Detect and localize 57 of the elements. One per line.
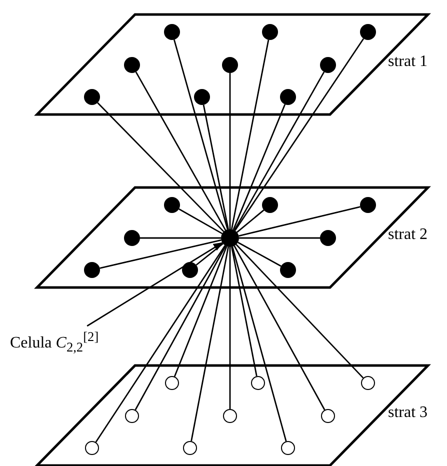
filled-node-circle — [194, 89, 210, 105]
filled-node-circle — [221, 229, 239, 247]
filled-node-circle — [360, 197, 376, 213]
connection-line — [239, 237, 320, 239]
connection-line — [95, 245, 226, 443]
hollow-node-circle — [251, 376, 265, 390]
connection-line — [232, 246, 287, 442]
connection-line — [100, 239, 222, 269]
hollow-node-circle — [125, 409, 139, 423]
filled-node-circle — [262, 24, 278, 40]
filled-node-circle — [124, 230, 140, 246]
connection-line — [140, 237, 221, 239]
filled-node-circle — [124, 57, 140, 73]
leader-line — [86, 242, 224, 327]
layer-label: strat 2 — [388, 226, 428, 244]
connection-line — [135, 72, 226, 231]
hollow-node-circle — [361, 376, 375, 390]
connection-line — [97, 102, 224, 232]
connection-line — [229, 73, 231, 229]
filled-node-circle — [222, 57, 238, 73]
connection-line — [174, 246, 228, 377]
connection-line — [231, 246, 258, 376]
filled-node-circle — [84, 262, 100, 278]
filled-node-circle — [280, 89, 296, 105]
connection-line — [234, 72, 325, 231]
layer-label: strat 1 — [388, 53, 428, 71]
filled-node-circle — [182, 262, 198, 278]
filled-node-circle — [280, 262, 296, 278]
hollow-node-circle — [165, 376, 179, 390]
filled-node-circle — [84, 89, 100, 105]
filled-node-circle — [360, 24, 376, 40]
connection-line — [238, 242, 282, 267]
connection-line — [134, 246, 226, 410]
filled-node-circle — [164, 24, 180, 40]
hollow-node-circle — [223, 409, 237, 423]
connection-line — [238, 206, 360, 237]
connection-line — [174, 40, 228, 230]
filled-node-circle — [164, 197, 180, 213]
connection-line — [202, 104, 229, 230]
connection-line — [232, 104, 286, 230]
filled-node-circle — [262, 197, 278, 213]
connection-line — [234, 38, 364, 231]
connection-line — [236, 244, 364, 378]
hollow-node-circle — [183, 441, 197, 455]
filled-node-circle — [320, 230, 336, 246]
connection-line — [196, 243, 224, 266]
layer-label: strat 3 — [388, 404, 428, 422]
connection-line — [231, 40, 270, 230]
hollow-node-circle — [321, 409, 335, 423]
filled-node-circle — [320, 57, 336, 73]
connection-line — [234, 246, 326, 410]
hollow-node-circle — [85, 441, 99, 455]
connection-line — [178, 208, 223, 234]
connection-line — [229, 247, 231, 409]
connection-line — [236, 210, 264, 233]
connection-line — [190, 246, 229, 442]
hollow-node-circle — [281, 441, 295, 455]
